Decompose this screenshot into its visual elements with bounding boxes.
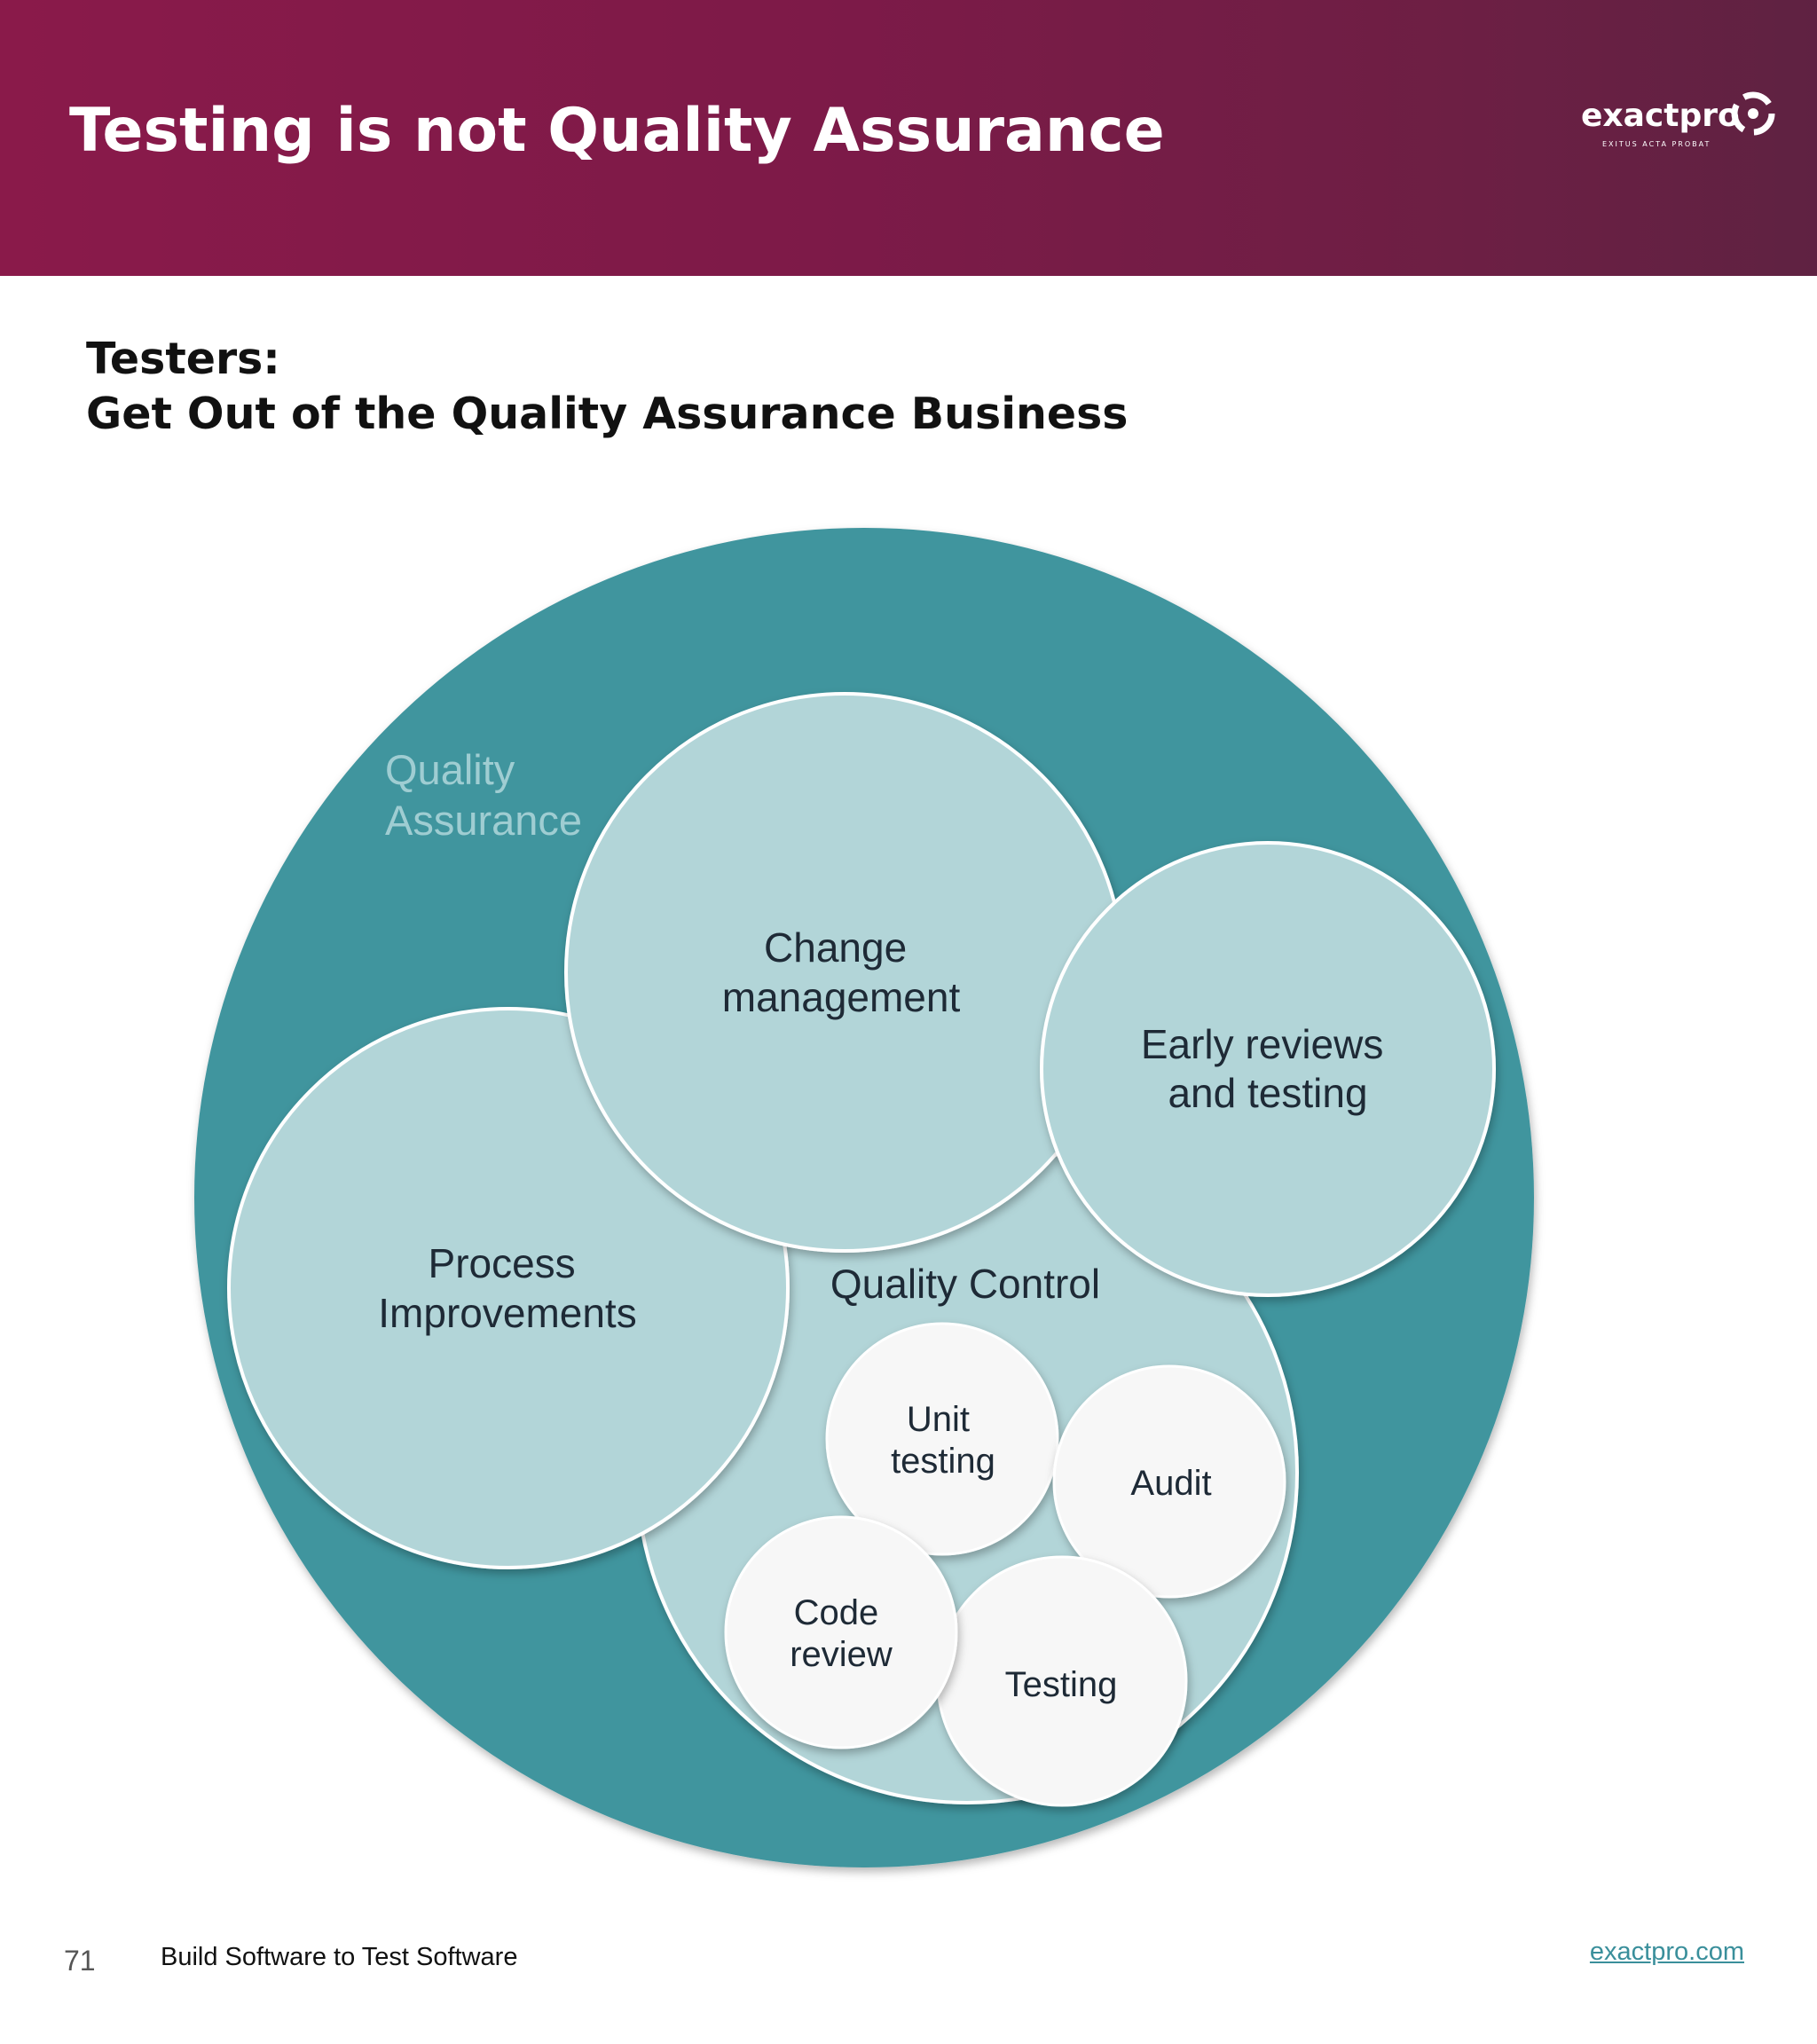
quality-control-label: Quality Control [830, 1261, 1100, 1307]
subtitle-line-1: Testers: [86, 334, 280, 384]
code-review-circle [724, 1515, 958, 1749]
quality-assurance-label: Quality Assurance [385, 746, 582, 844]
exactpro-link[interactable]: exactpro.com [1589, 1938, 1744, 1966]
audit-label: Audit [1130, 1464, 1211, 1503]
change-management-circle [564, 692, 1125, 1253]
subtitle: Testers: Get Out of the Quality Assuranc… [86, 332, 1128, 442]
page-number: 71 [64, 1945, 96, 1977]
unit-testing-circle [825, 1322, 1059, 1556]
process-improvements-label: Process Improvements [378, 1240, 636, 1336]
subtitle-line-2: Get Out of the Quality Assurance Busines… [86, 389, 1129, 439]
header-banner: Testing is not Quality Assurance exactpr… [0, 0, 1817, 276]
logo-wordmark: exactpro [1581, 98, 1740, 134]
page-title: Testing is not Quality Assurance [69, 96, 1165, 166]
logo-mark-icon [1731, 91, 1775, 136]
change-management-label: Change management [722, 924, 961, 1020]
exactpro-logo: exactpro EXITUS ACTA PROBAT [1579, 87, 1783, 158]
logo-tagline: EXITUS ACTA PROBAT [1602, 140, 1711, 148]
early-reviews-circle [1040, 841, 1496, 1297]
code-review-label: Code review [790, 1593, 893, 1674]
deck-title: Build Software to Test Software [161, 1943, 518, 1971]
early-reviews-label: Early reviews and testing [1141, 1021, 1395, 1116]
audit-circle [1052, 1364, 1286, 1599]
testing-label: Testing [1005, 1665, 1118, 1704]
unit-testing-label: Unit testing [891, 1400, 995, 1481]
